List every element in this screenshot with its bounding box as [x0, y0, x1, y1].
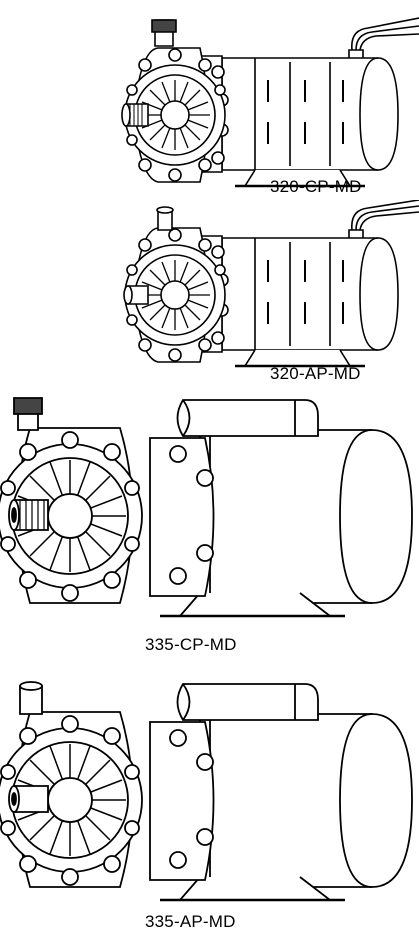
- pump-320-cp-md: [0, 10, 419, 200]
- model-label: 320-CP-MD: [270, 177, 362, 196]
- outlet-port-icon: [157, 207, 173, 230]
- inlet-port-icon: [122, 104, 148, 126]
- pump-335-cp-md: [0, 388, 419, 623]
- power-cord-icon: [349, 200, 419, 240]
- model-label: 335-AP-MD: [145, 912, 236, 931]
- inlet-port-icon: [9, 786, 48, 812]
- power-cord-icon: [349, 18, 419, 60]
- outlet-port-icon: [152, 20, 176, 46]
- inlet-port-icon: [124, 286, 148, 304]
- pump-335-ap-md: [0, 672, 419, 907]
- model-label: 320-AP-MD: [270, 364, 361, 383]
- model-label: 335-CP-MD: [145, 635, 237, 654]
- outlet-port-icon: [14, 398, 42, 430]
- pump-320-ap-md: [0, 200, 419, 375]
- inlet-port-icon: [9, 500, 48, 530]
- outlet-port-icon: [20, 682, 42, 714]
